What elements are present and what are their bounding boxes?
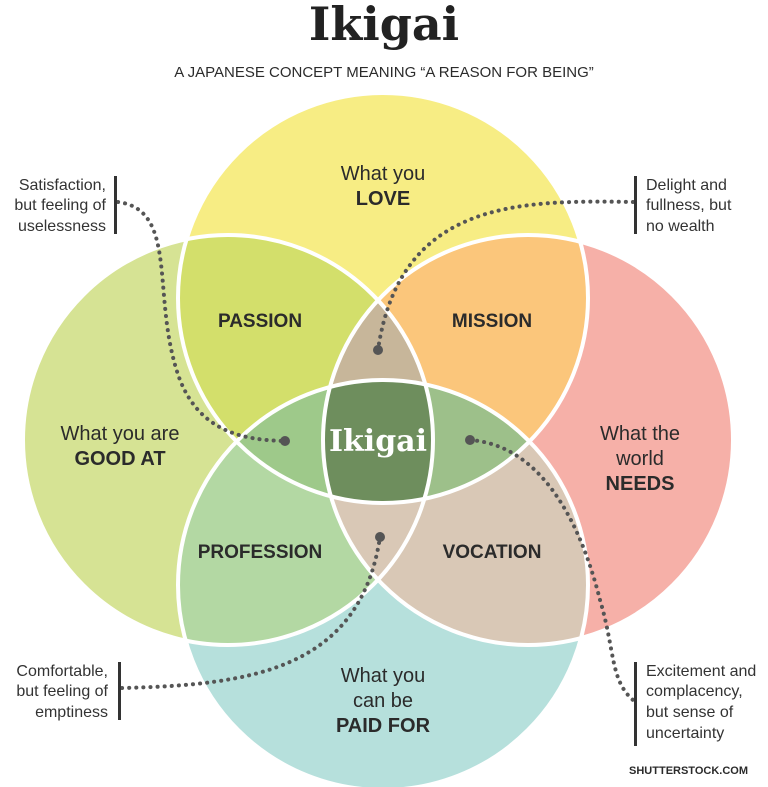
- label-good-line2: GOOD AT: [74, 448, 165, 470]
- annotation-line: complacency,: [646, 683, 743, 700]
- label-mission: MISSION: [452, 311, 532, 332]
- annotation-bottom-right: Excitement and complacency, but sense of…: [646, 663, 756, 742]
- label-vocation: VOCATION: [443, 542, 542, 563]
- connector-top-right: [376, 199, 635, 352]
- annotation-line: emptiness: [35, 704, 108, 721]
- connector-endpoints: [280, 345, 475, 542]
- label-love-line2: LOVE: [356, 188, 410, 210]
- page-subtitle: A JAPANESE CONCEPT MEANING “A REASON FOR…: [174, 64, 594, 81]
- credit-text: SHUTTERSTOCK.COM: [629, 765, 748, 777]
- annotation-bottom-left: Comfortable, but feeling of emptiness: [16, 663, 108, 721]
- annotation-line: no wealth: [646, 218, 715, 235]
- label-profession: PROFESSION: [198, 542, 323, 563]
- annotation-line: but sense of: [646, 704, 734, 721]
- label-needs-line2: world: [615, 448, 664, 470]
- label-passion: PASSION: [218, 311, 302, 332]
- connector-bottom-left: [120, 535, 382, 690]
- page-title: Ikigai: [309, 0, 459, 51]
- annotation-line: Excitement and: [646, 663, 756, 680]
- annotation-top-left: Satisfaction, but feeling of uselessness: [14, 177, 106, 235]
- annotation-line: but feeling of: [16, 683, 108, 700]
- annotation-line: Satisfaction,: [19, 177, 106, 194]
- connector-top-left: [116, 200, 287, 443]
- annotation-line: Delight and: [646, 177, 727, 194]
- annotation-bars: [114, 176, 637, 746]
- label-paid-line3: PAID FOR: [336, 715, 431, 737]
- label-love-line1: What you: [341, 163, 425, 185]
- label-paid-line2: can be: [353, 690, 413, 712]
- circle-outlines: [21, 91, 735, 787]
- connector-lines: [116, 199, 635, 702]
- label-paid-line1: What you: [341, 665, 425, 687]
- annotation-line: fullness, but: [646, 197, 732, 214]
- annotation-line: Comfortable,: [16, 663, 108, 680]
- connector-bottom-right: [468, 438, 635, 702]
- annotation-line: uncertainty: [646, 725, 724, 742]
- label-good-line1: What you are: [61, 423, 180, 445]
- label-needs-line3: NEEDS: [606, 473, 675, 495]
- annotation-line: uselessness: [18, 218, 106, 235]
- label-needs-line1: What the: [600, 423, 680, 445]
- annotation-line: but feeling of: [14, 197, 106, 214]
- label-center-ikigai: Ikigai: [329, 424, 427, 459]
- annotation-top-right: Delight and fullness, but no wealth: [646, 177, 732, 235]
